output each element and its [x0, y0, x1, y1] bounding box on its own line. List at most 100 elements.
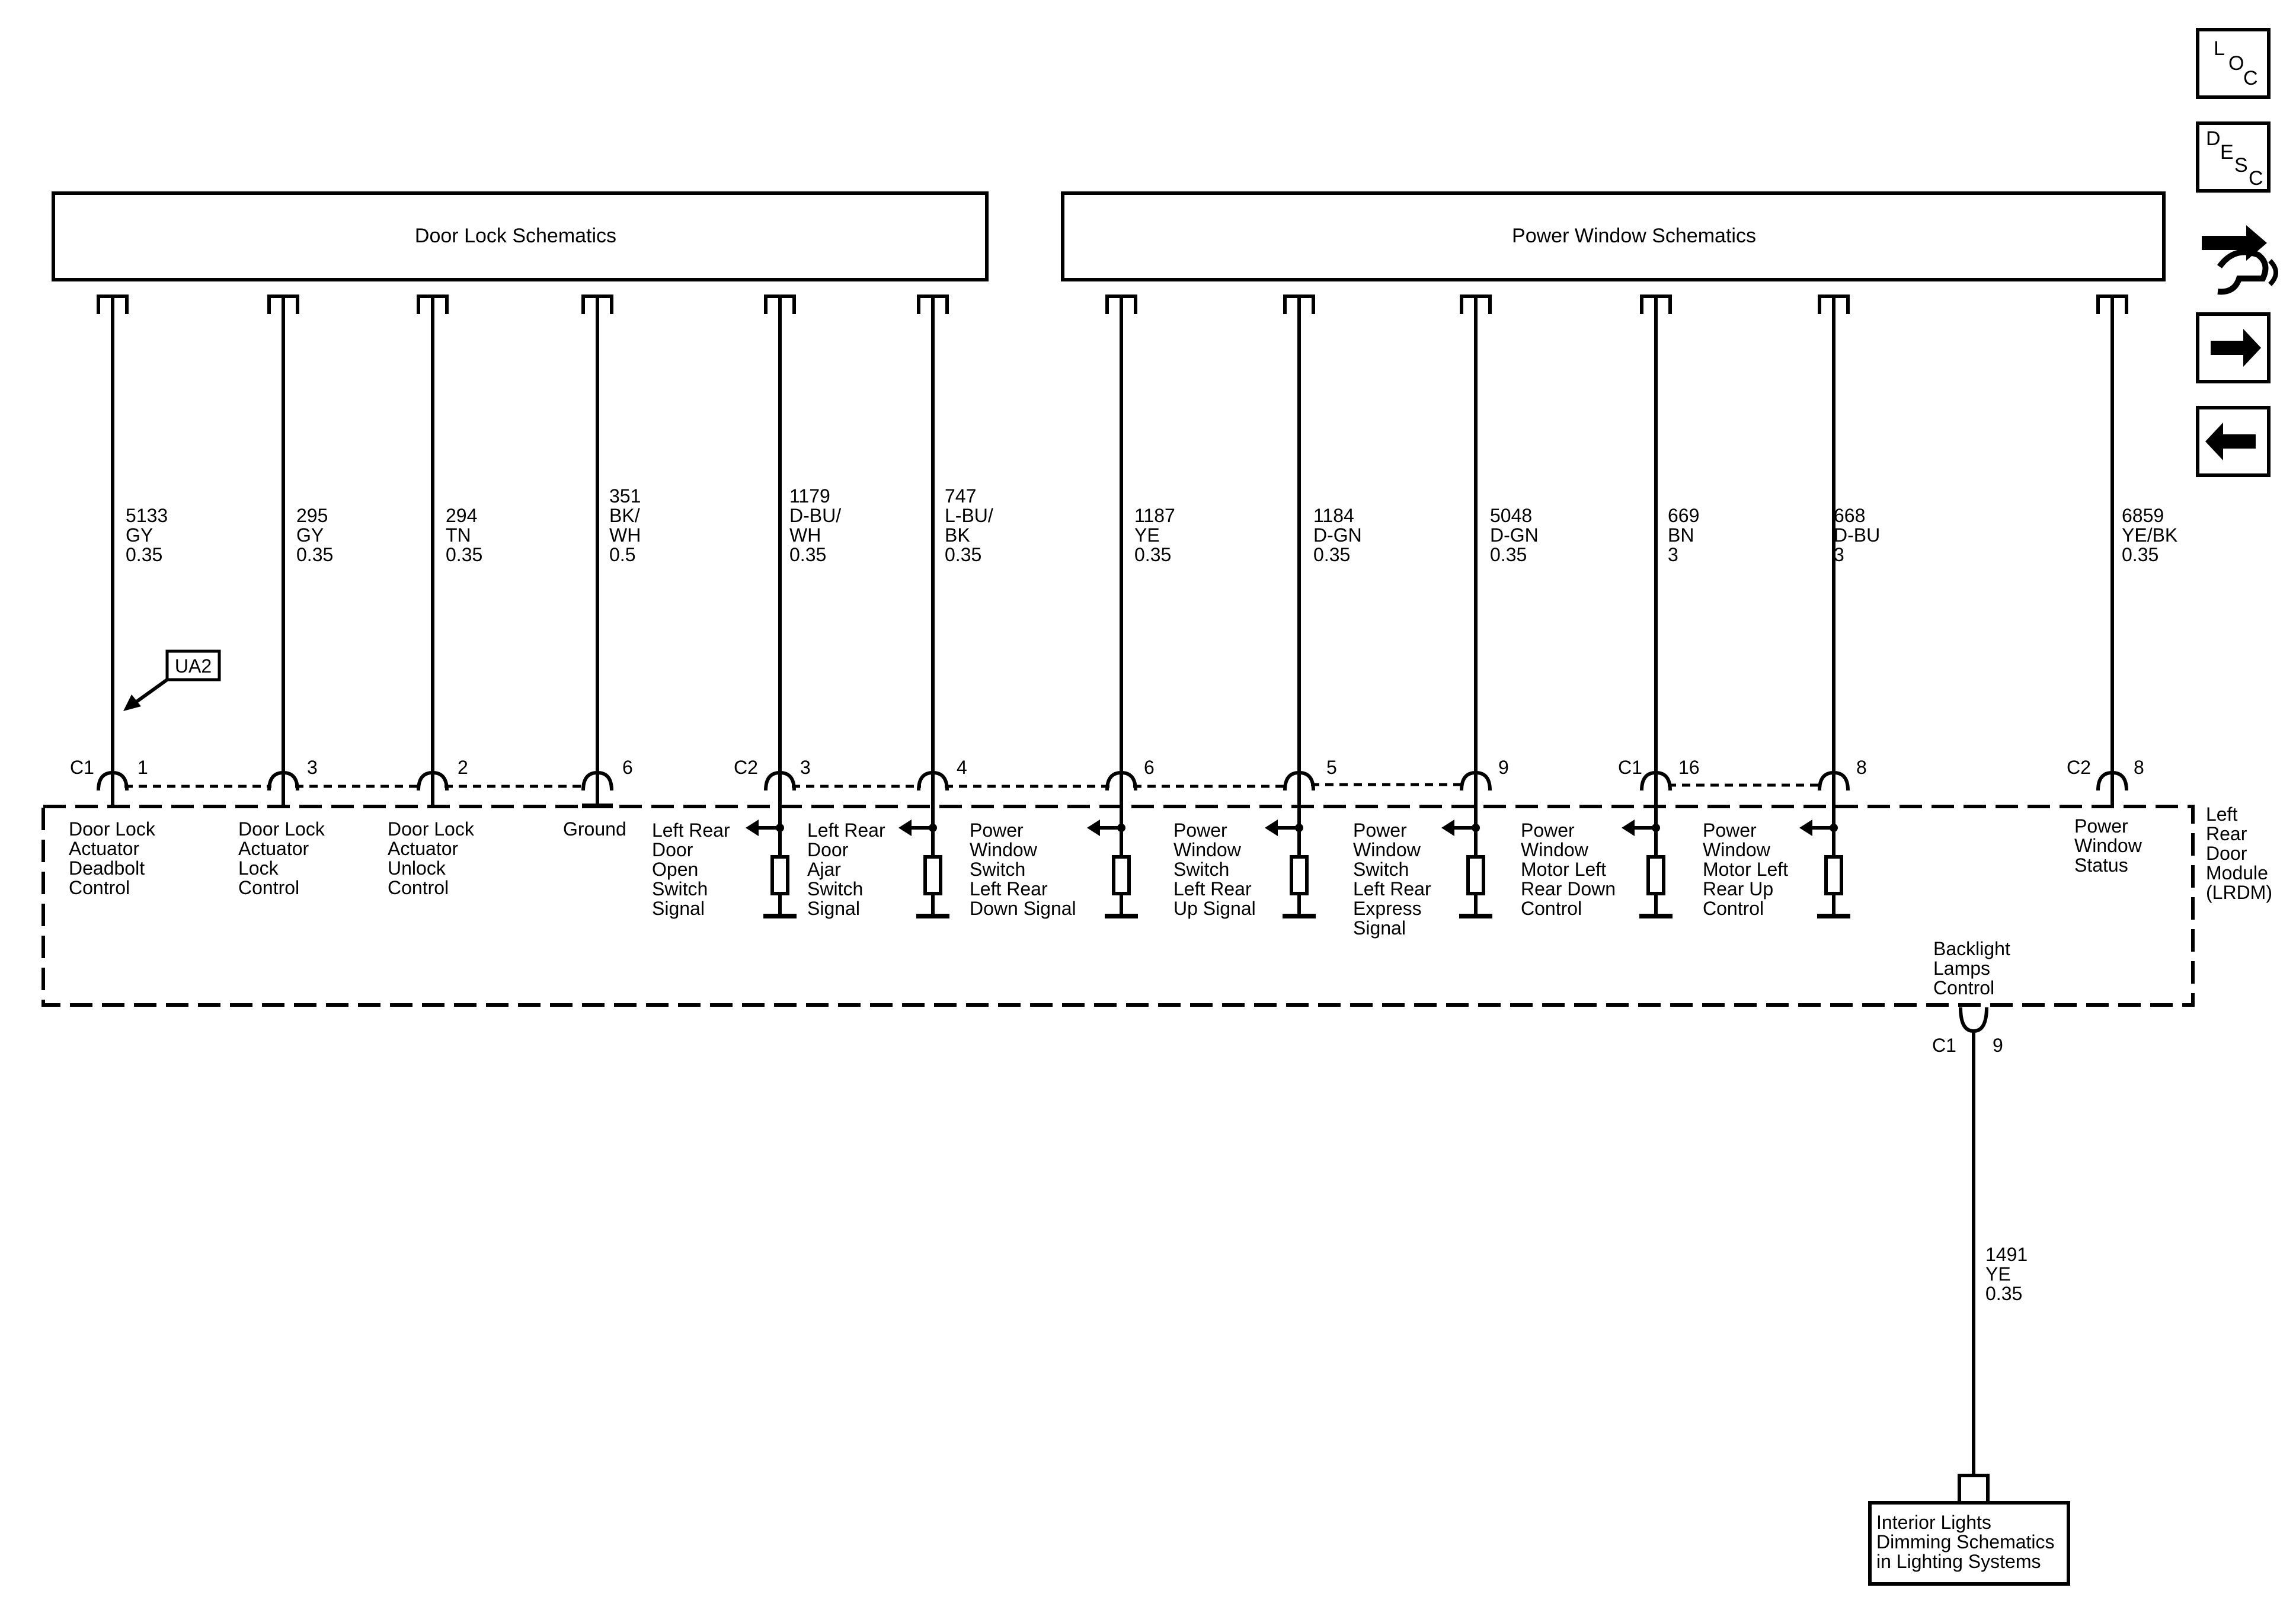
function-label: Motor Left: [1703, 859, 1788, 880]
wire-label: L-BU/: [945, 505, 993, 526]
svg-text:Backlight: Backlight: [1933, 938, 2010, 959]
connector-label: C1: [1618, 757, 1642, 778]
module-pin: [97, 770, 129, 791]
svg-text:Module: Module: [2206, 862, 2268, 884]
resistor-icon: [1824, 855, 1843, 895]
module-pin: [1283, 770, 1315, 791]
svg-text:Left: Left: [2206, 804, 2237, 825]
wire-label: 0.35: [2122, 544, 2159, 565]
power-window-schematics-label: Power Window Schematics: [1512, 225, 1756, 247]
wire-label: 1184: [1313, 505, 1354, 526]
wrench-service-icon[interactable]: [2202, 225, 2278, 295]
svg-text:D: D: [2206, 127, 2221, 150]
function-label: Control: [69, 877, 130, 898]
backlight-pin: 9: [1993, 1035, 2003, 1056]
svg-text:in Lighting Systems: in Lighting Systems: [1876, 1551, 2041, 1572]
connector-shell-lines: [124, 783, 1822, 788]
wire-label: GY: [126, 524, 153, 546]
function-label: Power: [1173, 820, 1227, 841]
wire-label: 669: [1668, 505, 1699, 526]
pin-label: 4: [957, 757, 967, 778]
wire-label: YE/BK: [2122, 524, 2177, 546]
signal-arrow-icon: [1087, 820, 1100, 836]
signal-arrow-icon: [1622, 820, 1635, 836]
function-label: Door: [652, 839, 693, 860]
wire-label: D-BU/: [789, 505, 841, 526]
function-label: Window: [1173, 839, 1242, 860]
function-label: Left Rear: [1353, 878, 1431, 900]
pin-label: 16: [1678, 757, 1700, 778]
interior-lights-dimming-link[interactable]: Interior Lights Dimming Schematics in Li…: [1868, 1501, 2070, 1586]
wire-label: D-GN: [1313, 524, 1362, 546]
function-label: Left Rear: [1173, 878, 1252, 900]
module-pin: [267, 770, 299, 791]
svg-text:S: S: [2234, 154, 2248, 177]
svg-text:Door: Door: [2206, 843, 2247, 864]
arrow-right-icon: [2211, 329, 2261, 367]
wire-label: 0.35: [296, 544, 333, 565]
function-label: Switch: [1353, 859, 1409, 880]
module-pin: [1640, 770, 1672, 791]
wire-label: 747: [945, 485, 976, 507]
wire-label: 668: [1834, 505, 1865, 526]
module-pin: [581, 770, 613, 791]
wire-label: 1179: [789, 485, 830, 507]
wire-label: 0.35: [1490, 544, 1527, 565]
resistor-icon: [1290, 855, 1309, 895]
pin-label: 9: [1498, 757, 1509, 778]
arrow-left-icon: [2205, 422, 2256, 460]
module-pin: [917, 770, 949, 791]
function-label: Actuator: [238, 838, 309, 859]
wire-label: BN: [1668, 524, 1694, 546]
pin-label: 8: [2134, 757, 2144, 778]
wire-label: GY: [296, 524, 324, 546]
ua2-callout: UA2: [123, 649, 221, 711]
prev-arrow-button[interactable]: [2196, 406, 2271, 477]
wire-label: YE: [1134, 524, 1160, 546]
connector-label: C1: [70, 757, 94, 778]
svg-text:Lamps: Lamps: [1933, 958, 1990, 979]
function-label: Control: [1521, 898, 1582, 919]
function-label: Unlock: [388, 857, 446, 879]
pin-label: 3: [800, 757, 811, 778]
svg-text:Control: Control: [1933, 977, 1994, 998]
wire-label: WH: [789, 524, 821, 546]
loc-button[interactable]: L O C: [2196, 28, 2271, 99]
function-label: Signal: [807, 898, 860, 919]
function-label: Door Lock: [238, 818, 325, 840]
next-arrow-button[interactable]: [2196, 312, 2271, 383]
signal-arrow-icon: [1441, 820, 1454, 836]
pin-label: 6: [622, 757, 633, 778]
function-label: Switch: [807, 878, 863, 900]
module-name: Left Rear Door Module (LRDM): [2206, 804, 2272, 903]
wire-label: 3: [1834, 544, 1844, 565]
wire-label: 0.35: [1313, 544, 1350, 565]
wire-label: BK/: [609, 505, 640, 526]
svg-text:(LRDM): (LRDM): [2206, 882, 2272, 903]
function-label: Status: [2074, 854, 2128, 876]
function-label: Control: [388, 877, 449, 898]
svg-text:L: L: [2214, 37, 2225, 60]
function-label: Actuator: [69, 838, 140, 859]
power-window-schematics-link[interactable]: Power Window Schematics: [1061, 191, 2166, 281]
desc-button[interactable]: D E S C: [2196, 121, 2271, 193]
function-label: Window: [2074, 835, 2142, 856]
wire-label: D-GN: [1490, 524, 1539, 546]
resistor-icon: [1466, 855, 1485, 895]
door-lock-schematics-link[interactable]: Door Lock Schematics: [52, 191, 989, 281]
function-label: Left Rear: [652, 820, 730, 841]
module-pin: [1460, 770, 1492, 791]
module-pin: [417, 770, 449, 791]
function-label: Window: [1521, 839, 1589, 860]
svg-text:Interior Lights: Interior Lights: [1876, 1512, 1991, 1533]
module-outline: [41, 805, 2195, 1007]
backlight-connector: C1: [1932, 1035, 1956, 1056]
connector-label: C2: [734, 757, 758, 778]
wire-label: 1187: [1134, 505, 1175, 526]
